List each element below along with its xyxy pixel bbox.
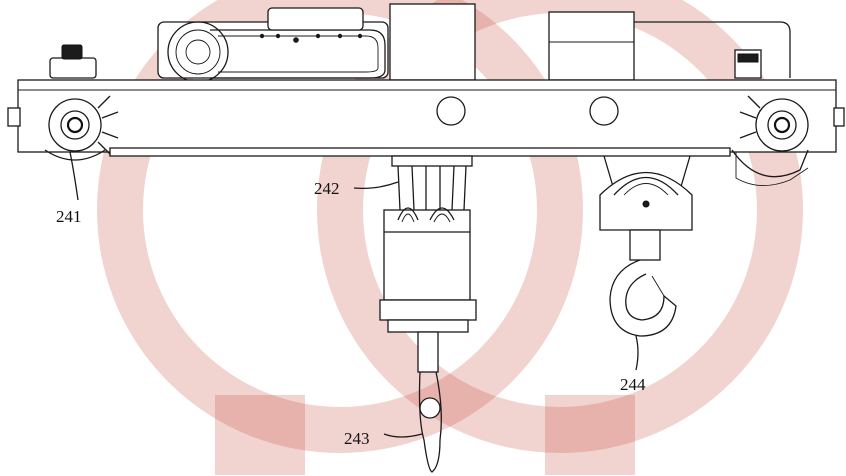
hook-swivel-left: [419, 397, 441, 419]
wheel-right: [731, 95, 809, 186]
leader-242: [353, 181, 399, 190]
limit-switch-left-top: [61, 44, 83, 60]
label-241: 241: [56, 207, 82, 226]
watermark-base-right: [545, 395, 635, 475]
wheel-right-hub: [773, 116, 791, 134]
hook-crossbar: [379, 299, 477, 321]
girder-end-left: [7, 107, 21, 127]
hook-latch-right: [651, 275, 665, 297]
sheave-pulleys-inner: [401, 213, 451, 223]
hook-neck-right: [629, 229, 661, 261]
hook-body-right: [609, 259, 677, 337]
hook-body-left: [418, 371, 442, 473]
limit-switch-right-top: [737, 53, 759, 63]
watermark-ring-left: [97, 0, 583, 453]
hook-shank-left: [417, 331, 439, 373]
wheel-left: [44, 95, 119, 161]
watermark-logo: [97, 0, 803, 475]
label-244: 244: [620, 375, 646, 394]
main-girder: [7, 79, 845, 157]
wheel-left-guard: [44, 149, 106, 161]
wheel-right-spokes: [739, 95, 761, 139]
sheave-pulleys: [397, 207, 455, 221]
label-243: 243: [344, 429, 370, 448]
watermark-base-left: [215, 395, 305, 475]
motor-gear-inner: [175, 29, 221, 75]
girder-body: [17, 79, 837, 153]
girder-end-right: [833, 107, 845, 127]
wheel-left-outer: [48, 98, 102, 152]
wheel-left-mid: [60, 110, 90, 140]
label-242: 242: [314, 179, 340, 198]
girder-bottom-plate: [109, 147, 731, 157]
rope-right-b: [679, 155, 691, 191]
hook-block-frame: [383, 209, 471, 301]
leader-241: [69, 151, 79, 201]
gearbox-cover: [210, 29, 386, 79]
leader-244: [635, 335, 639, 371]
sheave-right-arc: [613, 176, 679, 196]
sheave-hanger: [391, 155, 473, 167]
gearbox-cover-inner: [218, 35, 379, 73]
hook-crossbar-lower: [387, 319, 469, 333]
wheel-right-guard: [731, 149, 809, 178]
motor-top-cap: [267, 7, 364, 31]
hook-block-right: [599, 155, 693, 337]
watermark-ring-right: [317, 0, 803, 453]
sheave-right-arc-inner: [623, 183, 669, 196]
right-top-frame: [634, 21, 791, 78]
wheel-right-housing: [735, 152, 809, 186]
control-box-left: [389, 3, 476, 81]
gearbox-bolts: [259, 33, 363, 43]
leader-243: [383, 433, 423, 438]
rope-lines: [397, 165, 467, 211]
top-machinery: [49, 3, 791, 83]
wheel-left-spokes: [97, 95, 119, 155]
leader-lines: [69, 151, 639, 438]
wheel-right-mid: [767, 110, 797, 140]
limit-switch-left: [49, 57, 97, 79]
wheel-right-outer: [755, 98, 809, 152]
wheel-left-hub: [66, 116, 84, 134]
hook-block-left: [379, 155, 477, 473]
girder-hole-right: [589, 96, 619, 126]
sheave-right-pin: [642, 200, 650, 208]
girder-hole-left: [436, 96, 466, 126]
control-box-right: [548, 11, 635, 81]
motor-gear-hub: [185, 39, 211, 65]
